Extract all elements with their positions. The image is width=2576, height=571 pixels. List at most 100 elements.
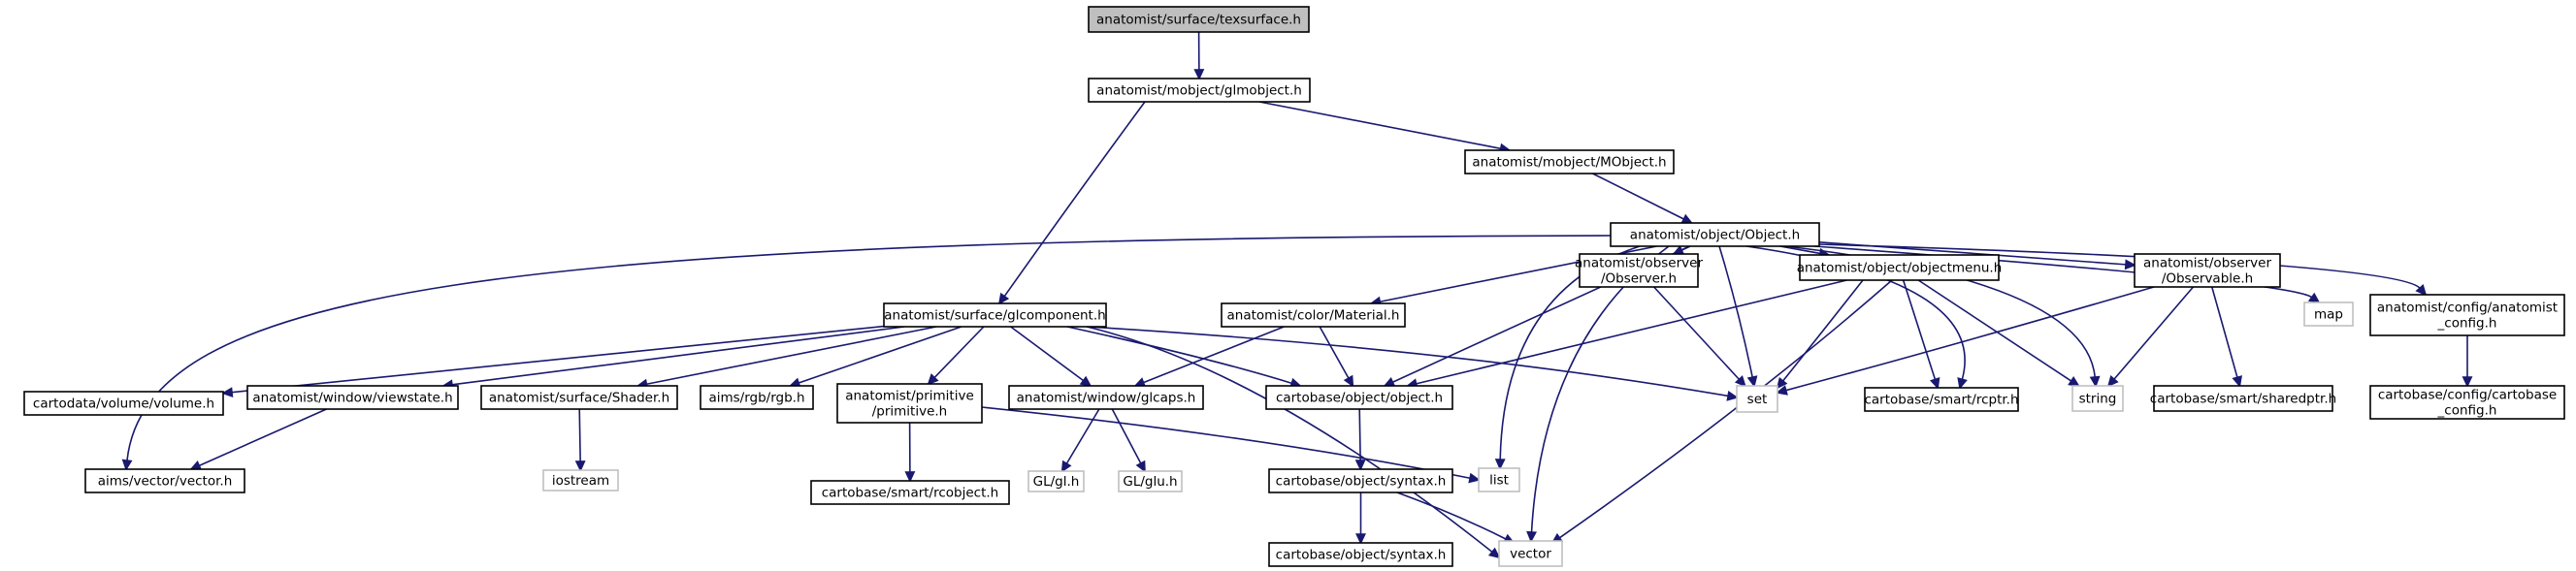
node-observable[interactable]: anatomist/observer/Observable.h [2134,253,2281,288]
node-rcptr[interactable]: cartobase/smart/rcptr.h [1864,387,2019,412]
edge-line [1592,173,1684,220]
edge-line [1653,286,1741,380]
edge-primitive-to-list [981,406,1481,484]
node-label: GL/gl.h [1033,474,1080,490]
node-box [2134,253,2281,288]
edge-observable-to-sharedptr [2210,286,2242,388]
node-box [700,385,814,410]
edge-observable-to-string [2106,286,2195,388]
node-material[interactable]: anatomist/color/Material.h [1221,302,1406,328]
edge-objectmenu-to-vector [1550,279,1893,545]
edge-arrowhead [574,460,586,472]
node-label: cartobase/smart/rcptr.h [1864,393,2018,408]
node-syntax2[interactable]: cartobase/object/syntax.h [1268,542,1453,567]
edge-line [1086,326,1493,554]
node-box [246,385,459,410]
node-label: anatomist/surface/texsurface.h [1096,13,1301,28]
edge-arrowhead [2068,376,2080,388]
node-glcomponent[interactable]: anatomist/surface/glcomponent.h [883,302,1107,328]
node-label: anatomist/config/anatomist [2377,301,2558,316]
node-box [2153,385,2333,412]
node-texsurface[interactable]: anatomist/surface/texsurface.h [1088,6,1310,33]
edge-viewstate-to-vector_h [189,408,327,471]
node-box [1864,387,2019,412]
edge-arrowhead [1060,460,1072,473]
edge-line [1086,326,1729,397]
node-box [883,302,1107,328]
edge-objectmenu-to-cbobject [1405,279,1847,390]
edge-material-to-cbobject [1319,326,1354,388]
edge-line [2113,286,2195,380]
node-shader[interactable]: anatomist/surface/Shader.h [480,385,678,410]
node-box [1610,222,1820,247]
edge-config-to-cbconfig [2462,335,2473,388]
edge-arrowhead [1354,460,1366,471]
edge-line [1003,101,1146,298]
node-vector_h[interactable]: aims/vector/vector.h [84,468,245,493]
node-glcaps[interactable]: anatomist/window/glcaps.h [1008,385,1204,410]
node-objectmenu[interactable]: anatomist/object/objectmenu.h [1797,254,2003,281]
edge-line [1396,492,1507,540]
node-glu: GL/glu.h [1118,470,1183,492]
node-observer[interactable]: anatomist/observer/Observer.h [1575,253,1703,288]
edge-syntax1-to-syntax2 [1355,492,1366,545]
edge-line [798,326,962,384]
node-string: string [2071,385,2124,412]
edge-arrowhead [1383,376,1396,387]
edge-arrowhead [1526,530,1538,543]
node-box [1579,253,1699,288]
node-rcobject[interactable]: cartobase/smart/rcobject.h [810,480,1010,505]
node-set: set [1736,385,1778,413]
node-label: cartobase/config/cartobase [2378,388,2557,403]
node-label: anatomist/object/Object.h [1630,228,1800,243]
edge-arrowhead [221,387,234,398]
edge-line [1258,101,1501,150]
node-box [1478,467,1520,492]
node-box [480,385,678,410]
node-label: cartobase/object/object.h [1276,391,1443,406]
node-cbobject[interactable]: cartobase/object/object.h [1265,385,1453,410]
edge-arrowhead [1343,374,1354,388]
node-primitive[interactable]: anatomist/primitive/primitive.h [836,383,983,424]
edge-line [1010,326,1085,382]
edge-arrowhead [1726,390,1739,401]
node-label: _config.h [2437,316,2497,332]
edge-glcomponent-to-cbobject [1066,326,1302,389]
edge-objectmenu-to-string [1917,279,2080,388]
edge-line [981,406,1471,480]
node-label: aims/vector/vector.h [98,474,233,490]
node-box [1027,470,1085,492]
edge-arrowhead [1746,375,1758,388]
node-object[interactable]: anatomist/object/Object.h [1610,222,1820,247]
node-volume[interactable]: cartodata/volume/volume.h [23,391,224,416]
edge-arrowhead [1079,375,1092,388]
edge-glmobject-to-mobject [1258,101,1512,154]
edge-syntax1-to-vector [1396,492,1516,544]
edge-line [1416,279,1847,385]
node-list: list [1478,467,1520,492]
node-label: GL/glu.h [1123,474,1177,490]
node-label: cartobase/smart/rcobject.h [822,486,999,501]
node-sharedptr[interactable]: cartobase/smart/sharedptr.h [2150,385,2336,412]
node-rgb[interactable]: aims/rgb/rgb.h [700,385,814,410]
node-config[interactable]: anatomist/config/anatomist_config.h [2369,294,2565,336]
node-label: cartodata/volume/volume.h [33,397,214,412]
node-label: cartobase/smart/sharedptr.h [2150,392,2336,407]
node-mobject[interactable]: anatomist/mobject/MObject.h [1464,149,1675,174]
node-glmobject[interactable]: anatomist/mobject/glmobject.h [1088,78,1311,103]
edge-line [1066,326,1292,385]
edge-object-to-observer [1672,244,1691,255]
edge-object-to-set [1718,245,1758,388]
node-viewstate[interactable]: anatomist/window/viewstate.h [246,385,459,410]
edge-arrowhead [2462,376,2473,388]
edge-arrowhead [2124,259,2136,270]
edge-line [933,326,985,379]
node-syntax1[interactable]: cartobase/object/syntax.h [1268,468,1453,493]
node-label: anatomist/object/objectmenu.h [1797,261,2003,276]
edge-observer-to-set [1653,286,1746,388]
node-box [23,391,224,416]
edge-glcomponent-to-volume [221,325,885,398]
edge-arrowhead [904,471,916,483]
node-cbconfig[interactable]: cartobase/config/cartobase_config.h [2369,385,2565,420]
edge-line [1917,279,2072,382]
